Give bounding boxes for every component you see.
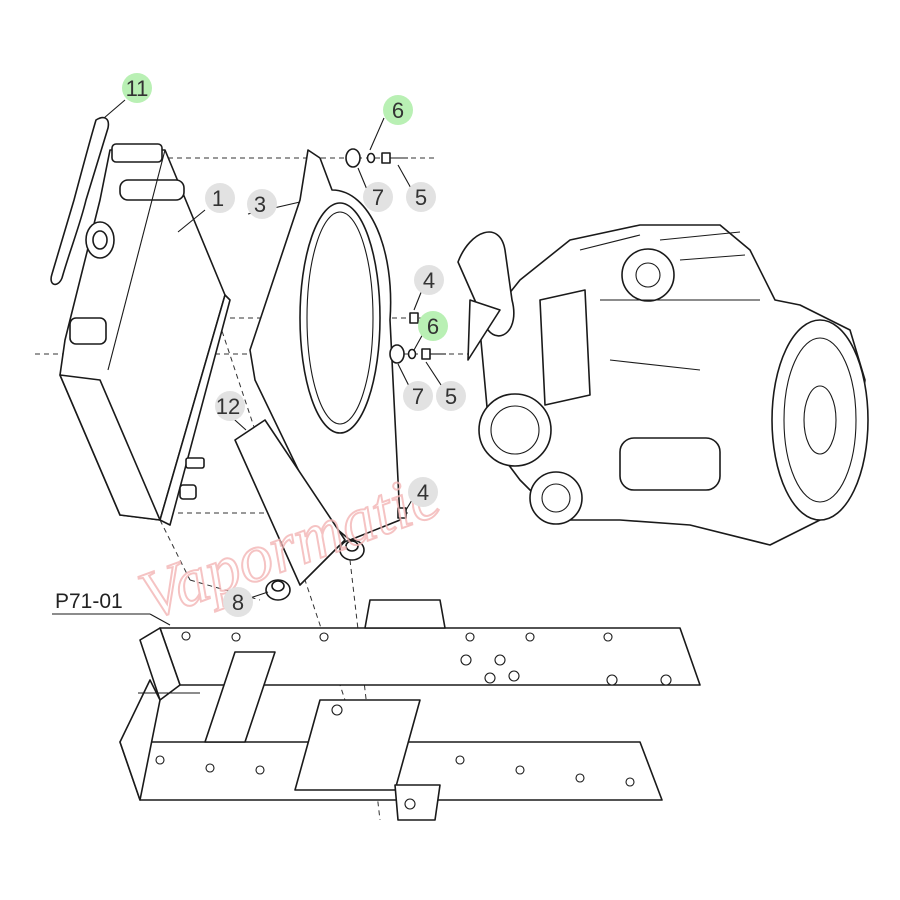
fastener-group-upper — [345, 148, 408, 168]
chassis-frame — [119, 599, 701, 821]
callout-3: 3 — [247, 189, 277, 219]
callout-8-label: 8 — [232, 590, 244, 615]
fastener-group-middle — [389, 312, 446, 519]
callout-6-middle-label: 6 — [427, 314, 439, 339]
callout-11: 11 — [122, 73, 152, 103]
callout-12-label: 12 — [216, 394, 240, 419]
callout-4-middle: 4 — [414, 265, 444, 295]
callout-5-top-label: 5 — [415, 185, 427, 210]
callout-7-top-label: 7 — [372, 185, 384, 210]
callout-1: 1 — [205, 183, 235, 213]
callout-5-middle: 5 — [436, 381, 466, 411]
callout-6-middle: 6 — [418, 311, 448, 341]
reference-code-label: P71-01 — [52, 590, 171, 626]
callout-7-top: 7 — [363, 182, 393, 212]
callout-8: 8 — [223, 587, 253, 617]
callout-7-middle-label: 7 — [412, 384, 424, 409]
fan-shroud — [249, 149, 401, 541]
callout-4-lower-label: 4 — [417, 480, 429, 505]
callout-4-lower: 4 — [408, 477, 438, 507]
callout-11-label: 11 — [126, 76, 149, 101]
callout-12: 12 — [215, 391, 245, 421]
radiator-hose — [50, 116, 110, 286]
rubber-mounts — [265, 539, 365, 601]
callout-3-label: 3 — [254, 192, 266, 217]
callout-6-top-label: 6 — [392, 98, 404, 123]
callout-7-middle: 7 — [403, 381, 433, 411]
callout-4-middle-label: 4 — [423, 268, 435, 293]
radiator — [59, 143, 231, 526]
reference-code-text: P71-01 — [55, 590, 123, 613]
callout-5-top: 5 — [406, 182, 436, 212]
lower-seal-plate — [234, 419, 346, 586]
callouts: 11 6 1 3 7 5 4 6 — [122, 73, 466, 617]
callout-6-top: 6 — [383, 95, 413, 125]
callout-5-middle-label: 5 — [445, 384, 457, 409]
engine-assembly — [457, 224, 869, 546]
callout-1-label: 1 — [212, 186, 224, 211]
